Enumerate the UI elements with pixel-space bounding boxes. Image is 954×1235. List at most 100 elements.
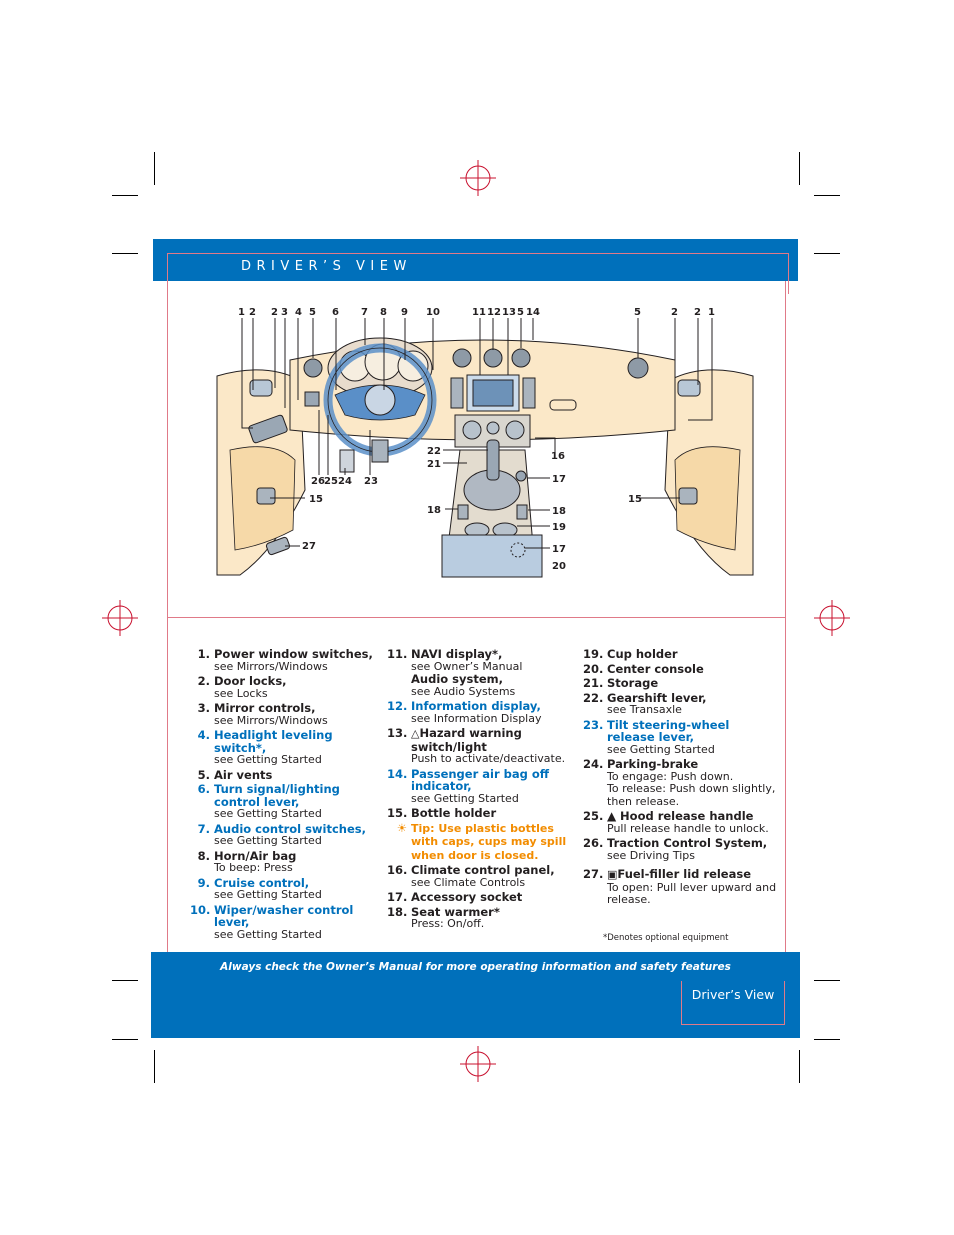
- callout-label: 14: [526, 307, 540, 318]
- car-hood-icon: ▲: [607, 809, 621, 823]
- callout-label: 27: [302, 541, 316, 552]
- center-console-box: [441, 534, 543, 578]
- registration-mark: [814, 600, 850, 636]
- callout-label: 12: [487, 307, 501, 318]
- callout-label: 11: [472, 307, 486, 318]
- registration-mark: [460, 1046, 496, 1082]
- callout-label: 17: [552, 544, 566, 555]
- callout-label: 5: [309, 307, 316, 318]
- legend-column-2: 11.NAVI display*,see Owner’s Manual Audi…: [387, 648, 572, 933]
- callout-label: 22: [427, 446, 441, 457]
- horn-airbag: [364, 384, 396, 416]
- tip-item: ☀Tip: Use plastic bottles with caps, cup…: [387, 820, 572, 863]
- callout-label: 1: [708, 307, 715, 318]
- crop-mark: [814, 253, 840, 254]
- callout-label: 18: [552, 506, 566, 517]
- frame-line: [167, 281, 168, 981]
- callout-label: 19: [552, 522, 566, 533]
- callout-label: 16: [551, 451, 565, 462]
- callout-labels: 1 2 2 3 4 5 6 7 8 9 10 11 12 13 5 14 5 2…: [238, 307, 715, 572]
- crop-mark: [814, 195, 840, 196]
- callout-label: 2: [671, 307, 678, 318]
- legend-column-3: 19.Cup holder 20.Center console 21.Stora…: [583, 648, 778, 909]
- callout-label: 9: [401, 307, 408, 318]
- dashboard-diagram: 1 2 2 3 4 5 6 7 8 9 10 11 12 13 5 14 5 2…: [216, 307, 754, 578]
- legend-item: 1.Power window switches,see Mirrors/Wind…: [197, 647, 373, 673]
- callout-label: 17: [552, 474, 566, 485]
- leader-lines: [241, 318, 713, 549]
- legend-item: 15.Bottle holder: [387, 806, 497, 820]
- legend-item: 7.Audio control switches,see Getting Sta…: [197, 821, 367, 847]
- navi-screen: [472, 379, 514, 407]
- legend-item: 23.Tilt steering-wheel release lever,see…: [583, 717, 730, 756]
- fuel-pump-icon: ▣: [607, 868, 618, 881]
- legend-item: 6.Turn signal/lighting control lever,see…: [197, 782, 340, 820]
- gearshift-lever: [486, 439, 500, 481]
- registration-mark: [102, 600, 138, 636]
- legend-item: 3.Mirror controls,see Mirrors/Windows: [197, 701, 328, 727]
- crop-mark: [112, 1039, 138, 1040]
- legend-item: 9.Cruise control,see Getting Started: [197, 875, 322, 901]
- callout-label: 24: [338, 476, 352, 487]
- accessory-socket: [515, 470, 527, 482]
- crop-mark: [814, 1039, 840, 1040]
- legend-item: 21.Storage: [583, 676, 659, 690]
- callout-label: 5: [634, 307, 641, 318]
- callout-label: 13: [502, 307, 516, 318]
- crop-mark: [814, 980, 840, 981]
- fuel-filler-lever: [265, 536, 291, 556]
- footer-banner-text: Always check the Owner’s Manual for more…: [220, 961, 731, 973]
- legend-item: 2.Door locks,see Locks: [197, 674, 287, 700]
- callout-label: 2: [271, 307, 278, 318]
- legend-item: 26.Traction Control System,see Driving T…: [583, 836, 768, 862]
- legend-item: 5.Air vents: [197, 767, 273, 782]
- header-frame: [167, 253, 789, 294]
- registration-mark: [460, 160, 496, 196]
- right-door-handle: [677, 379, 701, 397]
- callout-label: 1: [238, 307, 245, 318]
- callout-label: 23: [364, 476, 378, 487]
- section-tab: Driver’s View: [681, 981, 785, 1025]
- callout-label: 2: [249, 307, 256, 318]
- left-bottle-holder: [256, 487, 276, 505]
- callout-label: 5: [517, 307, 524, 318]
- legend-item: 14.Passenger air bag off indicator,see G…: [387, 766, 550, 805]
- seat-warmer-right: [516, 504, 528, 520]
- crop-mark: [154, 1050, 155, 1083]
- seat-warmer-left: [457, 504, 469, 520]
- left-window-switches: [248, 414, 288, 444]
- legend-item: 20.Center console: [583, 661, 704, 676]
- footnote: *Denotes optional equipment: [603, 933, 729, 943]
- page-title: DRIVER’S VIEW: [241, 259, 412, 274]
- callout-label: 2: [694, 307, 701, 318]
- footer-bar: Always check the Owner’s Manual for more…: [151, 952, 800, 1038]
- callout-label: 6: [332, 307, 339, 318]
- left-door-handle: [249, 379, 273, 397]
- legend-item: 18.Seat warmer*Press: On/off.: [387, 904, 500, 930]
- frame-line: [785, 281, 786, 981]
- crop-mark: [799, 152, 800, 185]
- callout-label: 7: [361, 307, 368, 318]
- lightbulb-icon: ☀: [396, 820, 407, 835]
- legend-item: 16.Climate control panel,see Climate Con…: [387, 863, 555, 889]
- crop-mark: [112, 253, 138, 254]
- legend-item: 22.Gearshift lever,see Transaxle: [583, 690, 707, 716]
- right-bottle-holder: [678, 487, 698, 505]
- callout-label: 20: [552, 561, 566, 572]
- callout-label: 25: [324, 476, 338, 487]
- callout-label: 18: [427, 505, 441, 516]
- left-air-vent: [303, 358, 323, 378]
- legend-item: Audio system,see Audio Systems: [411, 672, 516, 698]
- center-air-vent: [511, 348, 531, 368]
- mirror-controls: [304, 391, 320, 407]
- header-bar: DRIVER’S VIEW: [153, 239, 798, 294]
- legend-item: 4.Headlight leveling switch*,see Getting…: [197, 728, 333, 766]
- legend-item: 17.Accessory socket: [387, 890, 523, 904]
- crop-mark: [154, 152, 155, 185]
- legend-item: 19.Cup holder: [583, 647, 678, 661]
- callout-label: 8: [380, 307, 387, 318]
